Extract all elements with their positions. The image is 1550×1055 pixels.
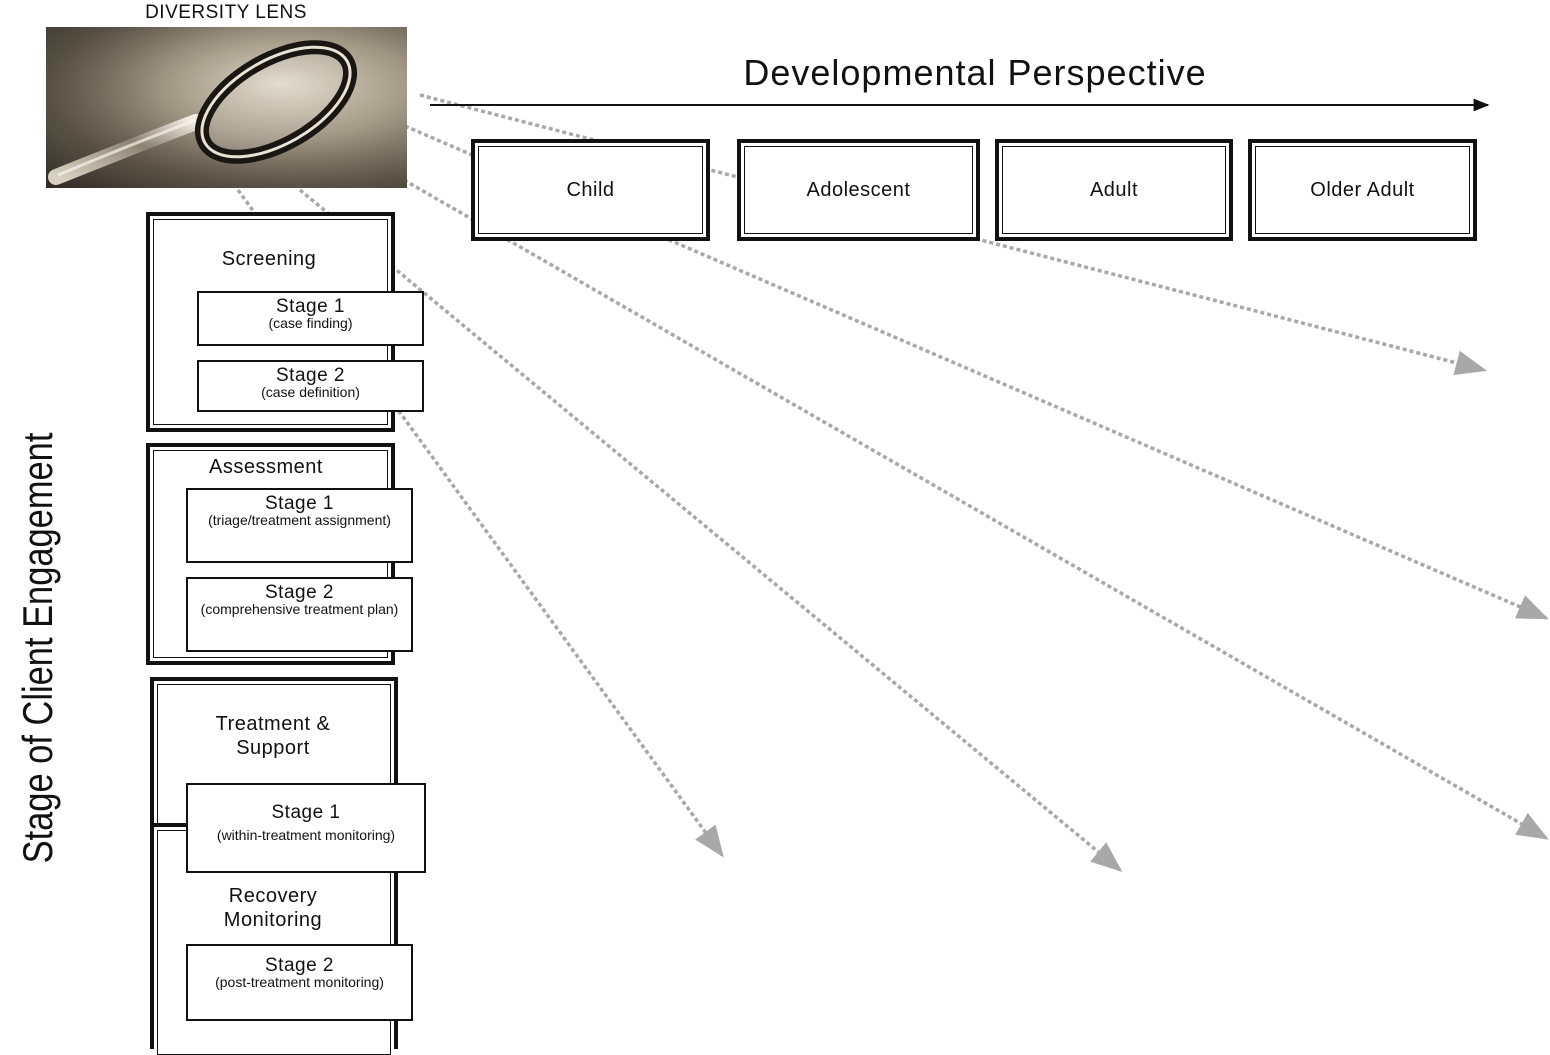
stage-description: (triage/treatment assignment) xyxy=(208,512,391,528)
stage-description: (comprehensive treatment plan) xyxy=(200,601,399,617)
dev-box-label: Older Adult xyxy=(1310,178,1415,201)
group-title-assessment: Assessment xyxy=(209,456,323,478)
dev-box-label: Child xyxy=(566,178,615,201)
assessment-stage-1: Stage 1 (triage/treatment assignment) xyxy=(186,488,413,563)
stage-label: Stage 2 xyxy=(265,955,334,976)
stage-label: Stage 2 xyxy=(265,582,334,603)
magnifying-glass-image xyxy=(46,27,407,188)
group-title-screening: Screening xyxy=(221,248,317,270)
screening-stage-2: Stage 2 (case definition) xyxy=(197,360,424,412)
stage-label: Stage 1 xyxy=(265,493,334,514)
recovery-stage-2: Stage 2 (post-treatment monitoring) xyxy=(186,944,413,1021)
dev-box-adolescent: Adolescent xyxy=(737,139,980,241)
dev-box-child: Child xyxy=(471,139,710,241)
ray-to-lower-right xyxy=(403,178,1549,840)
stage-description: (case definition) xyxy=(261,384,360,400)
stage-description: (within-treatment monitoring) xyxy=(216,827,396,843)
stage-label: Stage 2 xyxy=(276,365,345,386)
treatment-stage-1: Stage 1 (within-treatment monitoring) xyxy=(186,783,426,873)
stage-label: Stage 1 xyxy=(276,296,345,317)
developmental-perspective-title: Developmental Perspective xyxy=(743,52,1207,93)
stage-description: (post-treatment monitoring) xyxy=(215,974,384,990)
assessment-stage-2: Stage 2 (comprehensive treatment plan) xyxy=(186,577,413,652)
dev-box-older-adult: Older Adult xyxy=(1248,139,1477,241)
group-title-recovery-monitoring: Recovery Monitoring xyxy=(223,885,323,931)
stage-label: Stage 1 xyxy=(271,802,341,823)
stage-description: (case finding) xyxy=(268,315,353,331)
screening-stage-1: Stage 1 (case finding) xyxy=(197,291,424,346)
group-title-treatment-support: Treatment & Support xyxy=(215,713,331,759)
magnifying-glass-icon xyxy=(46,27,407,188)
dev-box-label: Adolescent xyxy=(806,178,911,201)
dev-box-adult: Adult xyxy=(995,139,1233,241)
dev-box-label: Adult xyxy=(1089,178,1139,201)
diversity-lens-label: DIVERSITY LENS xyxy=(145,2,307,23)
axis-label: Stage of Client Engagement xyxy=(14,432,61,864)
